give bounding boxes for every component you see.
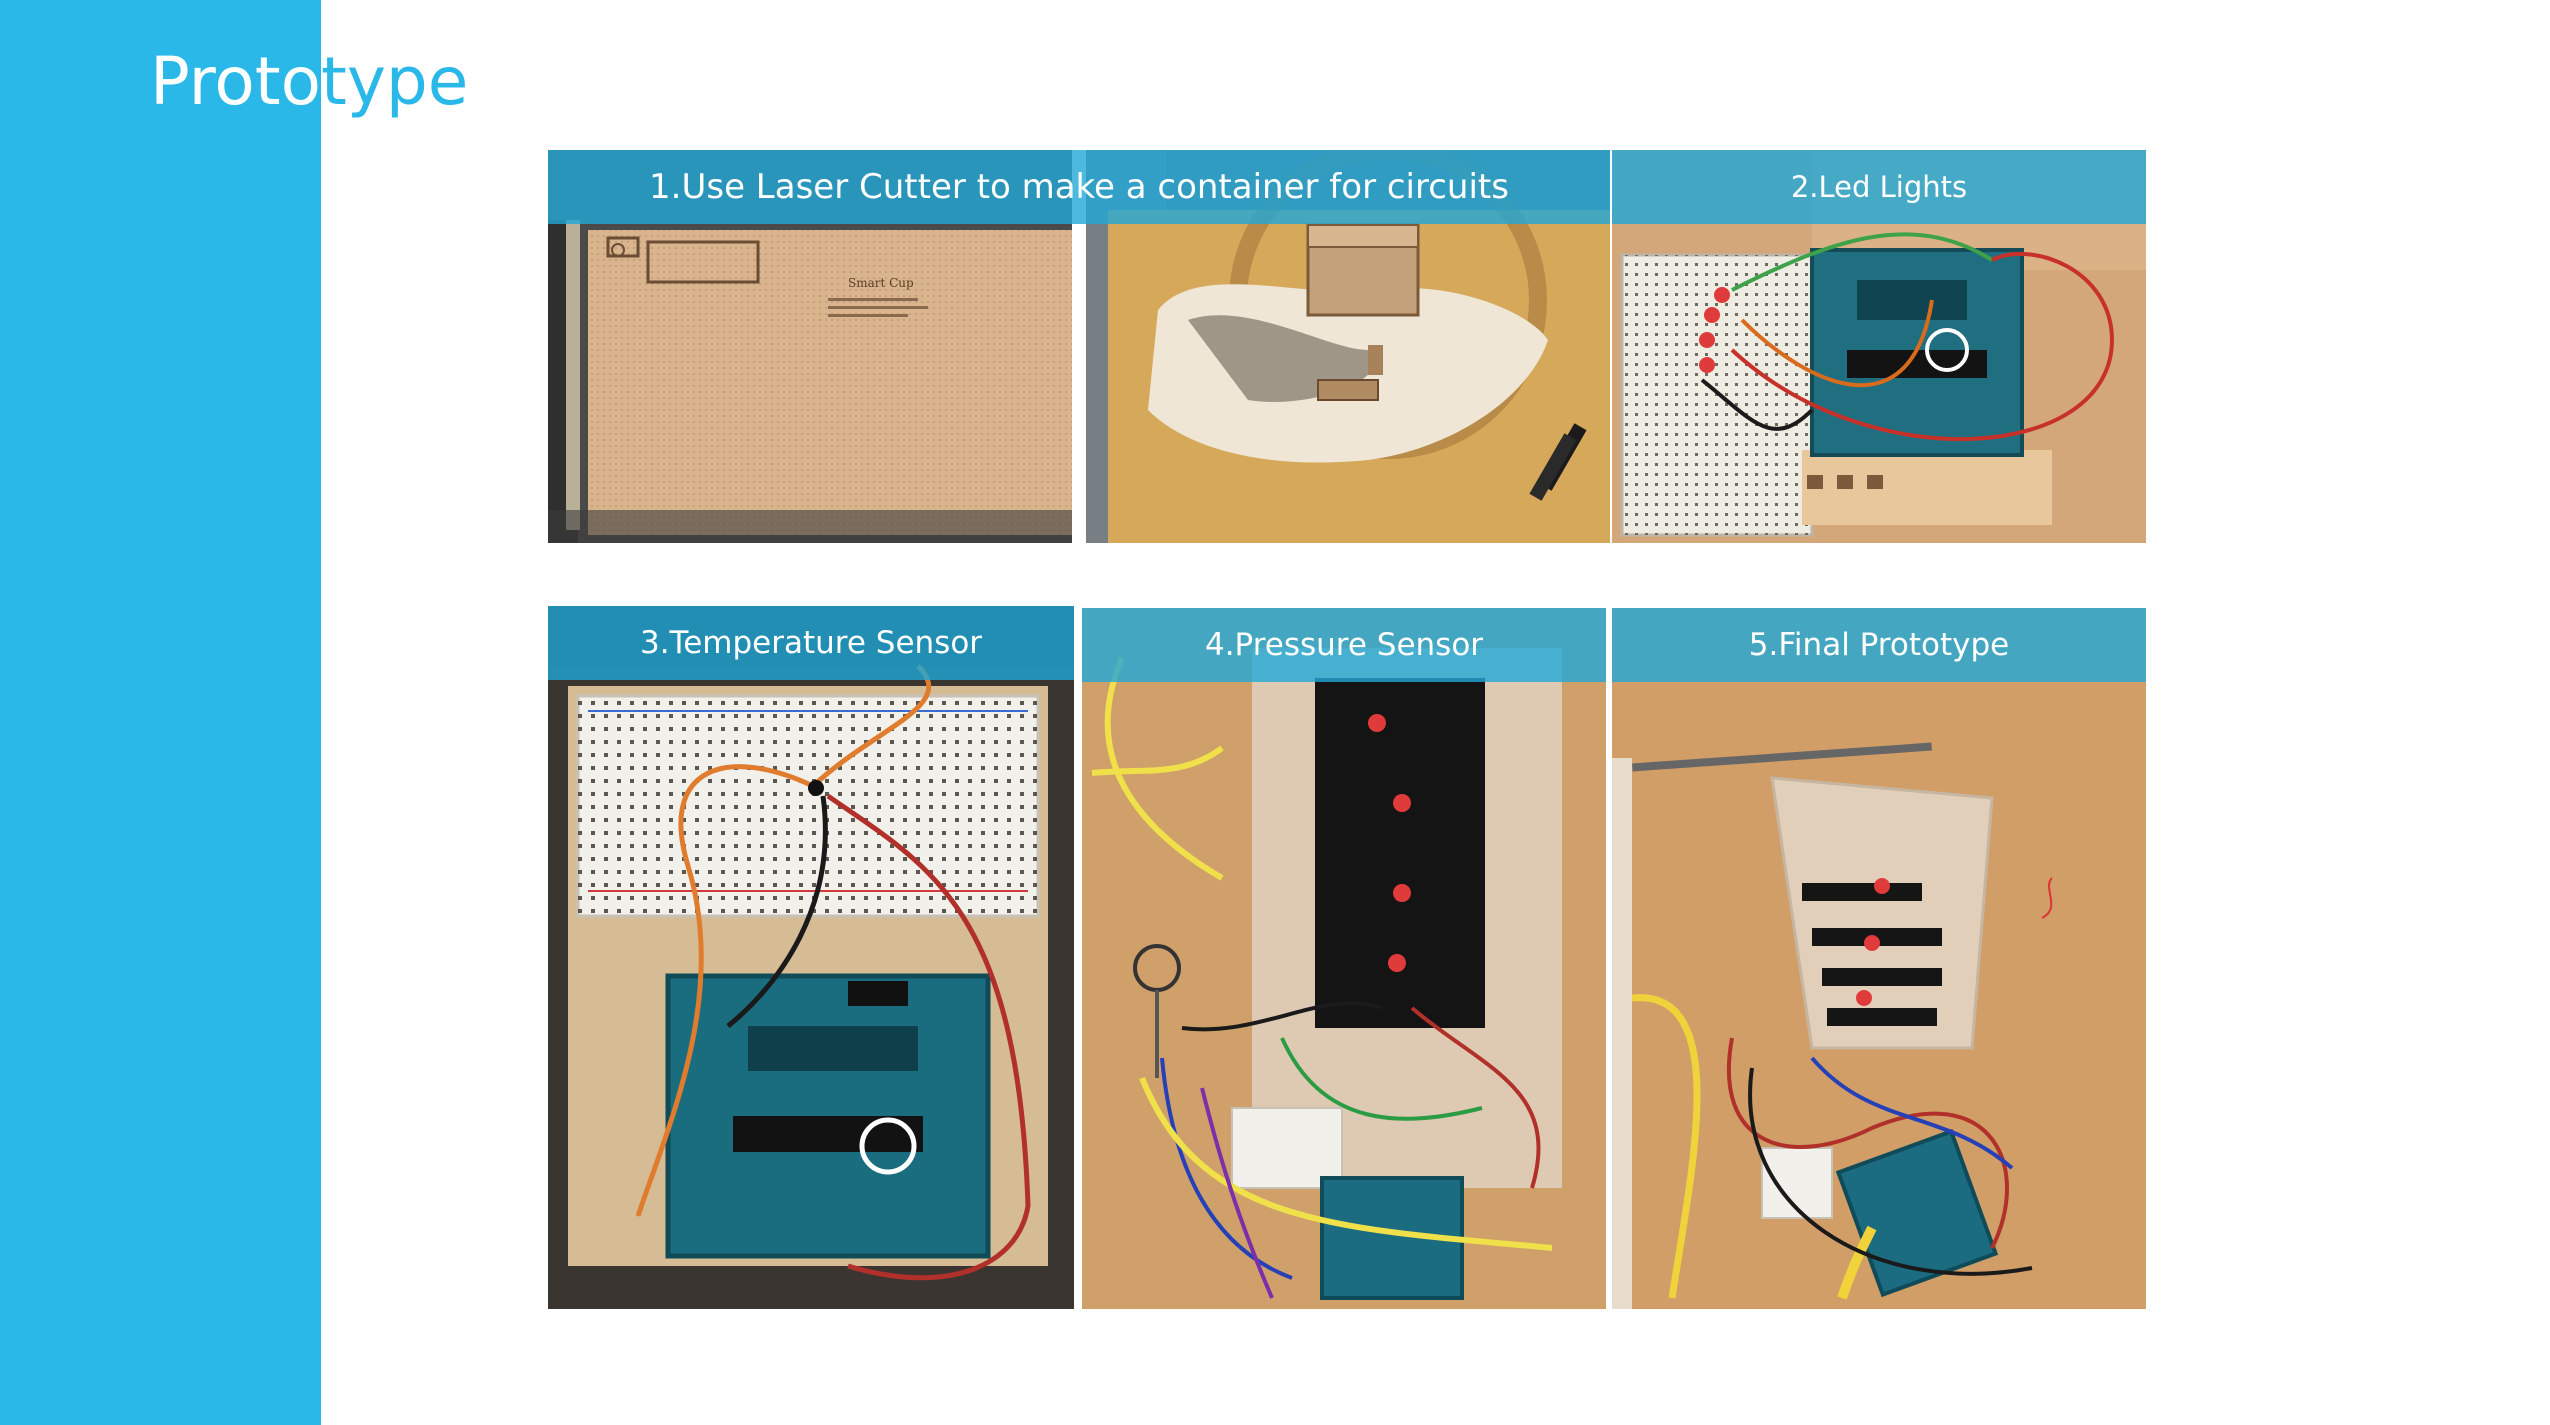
pressure-sensor-illustration [1082, 608, 1606, 1309]
final-prototype-illustration [1612, 608, 2146, 1309]
temperature-sensor-illustration [548, 606, 1074, 1309]
caption-final-prototype: 5.Final Prototype [1612, 608, 2146, 682]
photo-final-prototype: 5.Final Prototype [1612, 608, 2146, 1309]
accent-sidebar [0, 0, 321, 1425]
title-part-on-sidebar: Proto [150, 43, 321, 120]
photo-laser-cutter: Smart Cup 1.Use Laser Cutter to make a c… [548, 150, 1610, 543]
caption-laser-cutter: 1.Use Laser Cutter to make a container f… [548, 150, 1610, 224]
slide-title: Prototype [150, 40, 468, 124]
photo-temperature-sensor: 3.Temperature Sensor [548, 606, 1074, 1309]
photo-pressure-sensor: 4.Pressure Sensor [1082, 608, 1606, 1309]
photo-led-lights: 2.Led Lights [1612, 150, 2146, 543]
board-engraving-text: Smart Cup [848, 276, 914, 290]
caption-led-lights: 2.Led Lights [1612, 150, 2146, 224]
title-part-on-white: type [320, 43, 469, 120]
caption-temperature-sensor: 3.Temperature Sensor [548, 606, 1074, 680]
caption-pressure-sensor: 4.Pressure Sensor [1082, 608, 1606, 682]
